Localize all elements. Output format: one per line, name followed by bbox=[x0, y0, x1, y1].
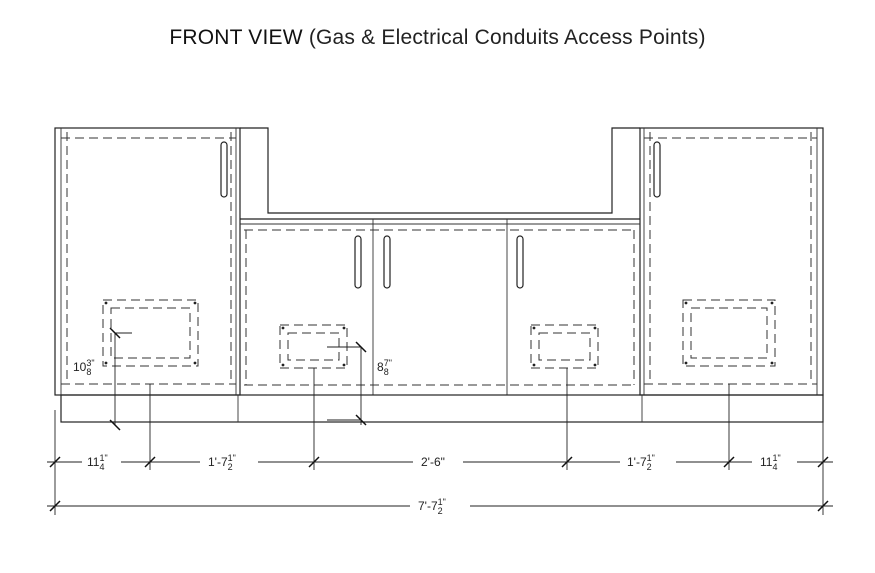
extension-lines bbox=[54, 368, 824, 515]
handle-icon bbox=[383, 235, 391, 289]
title-main: FRONT VIEW bbox=[169, 26, 303, 49]
right-tower bbox=[639, 127, 824, 396]
access-panel-left bbox=[102, 299, 199, 367]
cabinet-outline bbox=[54, 127, 824, 423]
access-panel-center-left bbox=[279, 324, 348, 369]
access-panel-right bbox=[682, 299, 776, 367]
height-dimension-left bbox=[109, 327, 132, 431]
drawing-title: FRONT VIEW (Gas & Electrical Conduits Ac… bbox=[0, 26, 875, 50]
segment-dimension-line bbox=[47, 456, 833, 468]
door-handles bbox=[220, 141, 661, 289]
left-tower bbox=[54, 127, 241, 396]
title-subtitle: (Gas & Electrical Conduits Access Points… bbox=[308, 26, 706, 49]
handle-icon bbox=[354, 235, 362, 289]
center-recess bbox=[240, 127, 640, 214]
handle-icon bbox=[653, 141, 661, 198]
handle-icon bbox=[220, 141, 228, 198]
height-dimension-right bbox=[327, 341, 367, 426]
dimension-label-seg3: 2'-6" bbox=[421, 455, 445, 469]
access-panel-center-right bbox=[530, 324, 599, 369]
hidden-lines bbox=[61, 132, 817, 386]
total-dimension-line bbox=[47, 500, 833, 512]
handle-icon bbox=[516, 235, 524, 289]
cabinet-base bbox=[60, 394, 824, 423]
